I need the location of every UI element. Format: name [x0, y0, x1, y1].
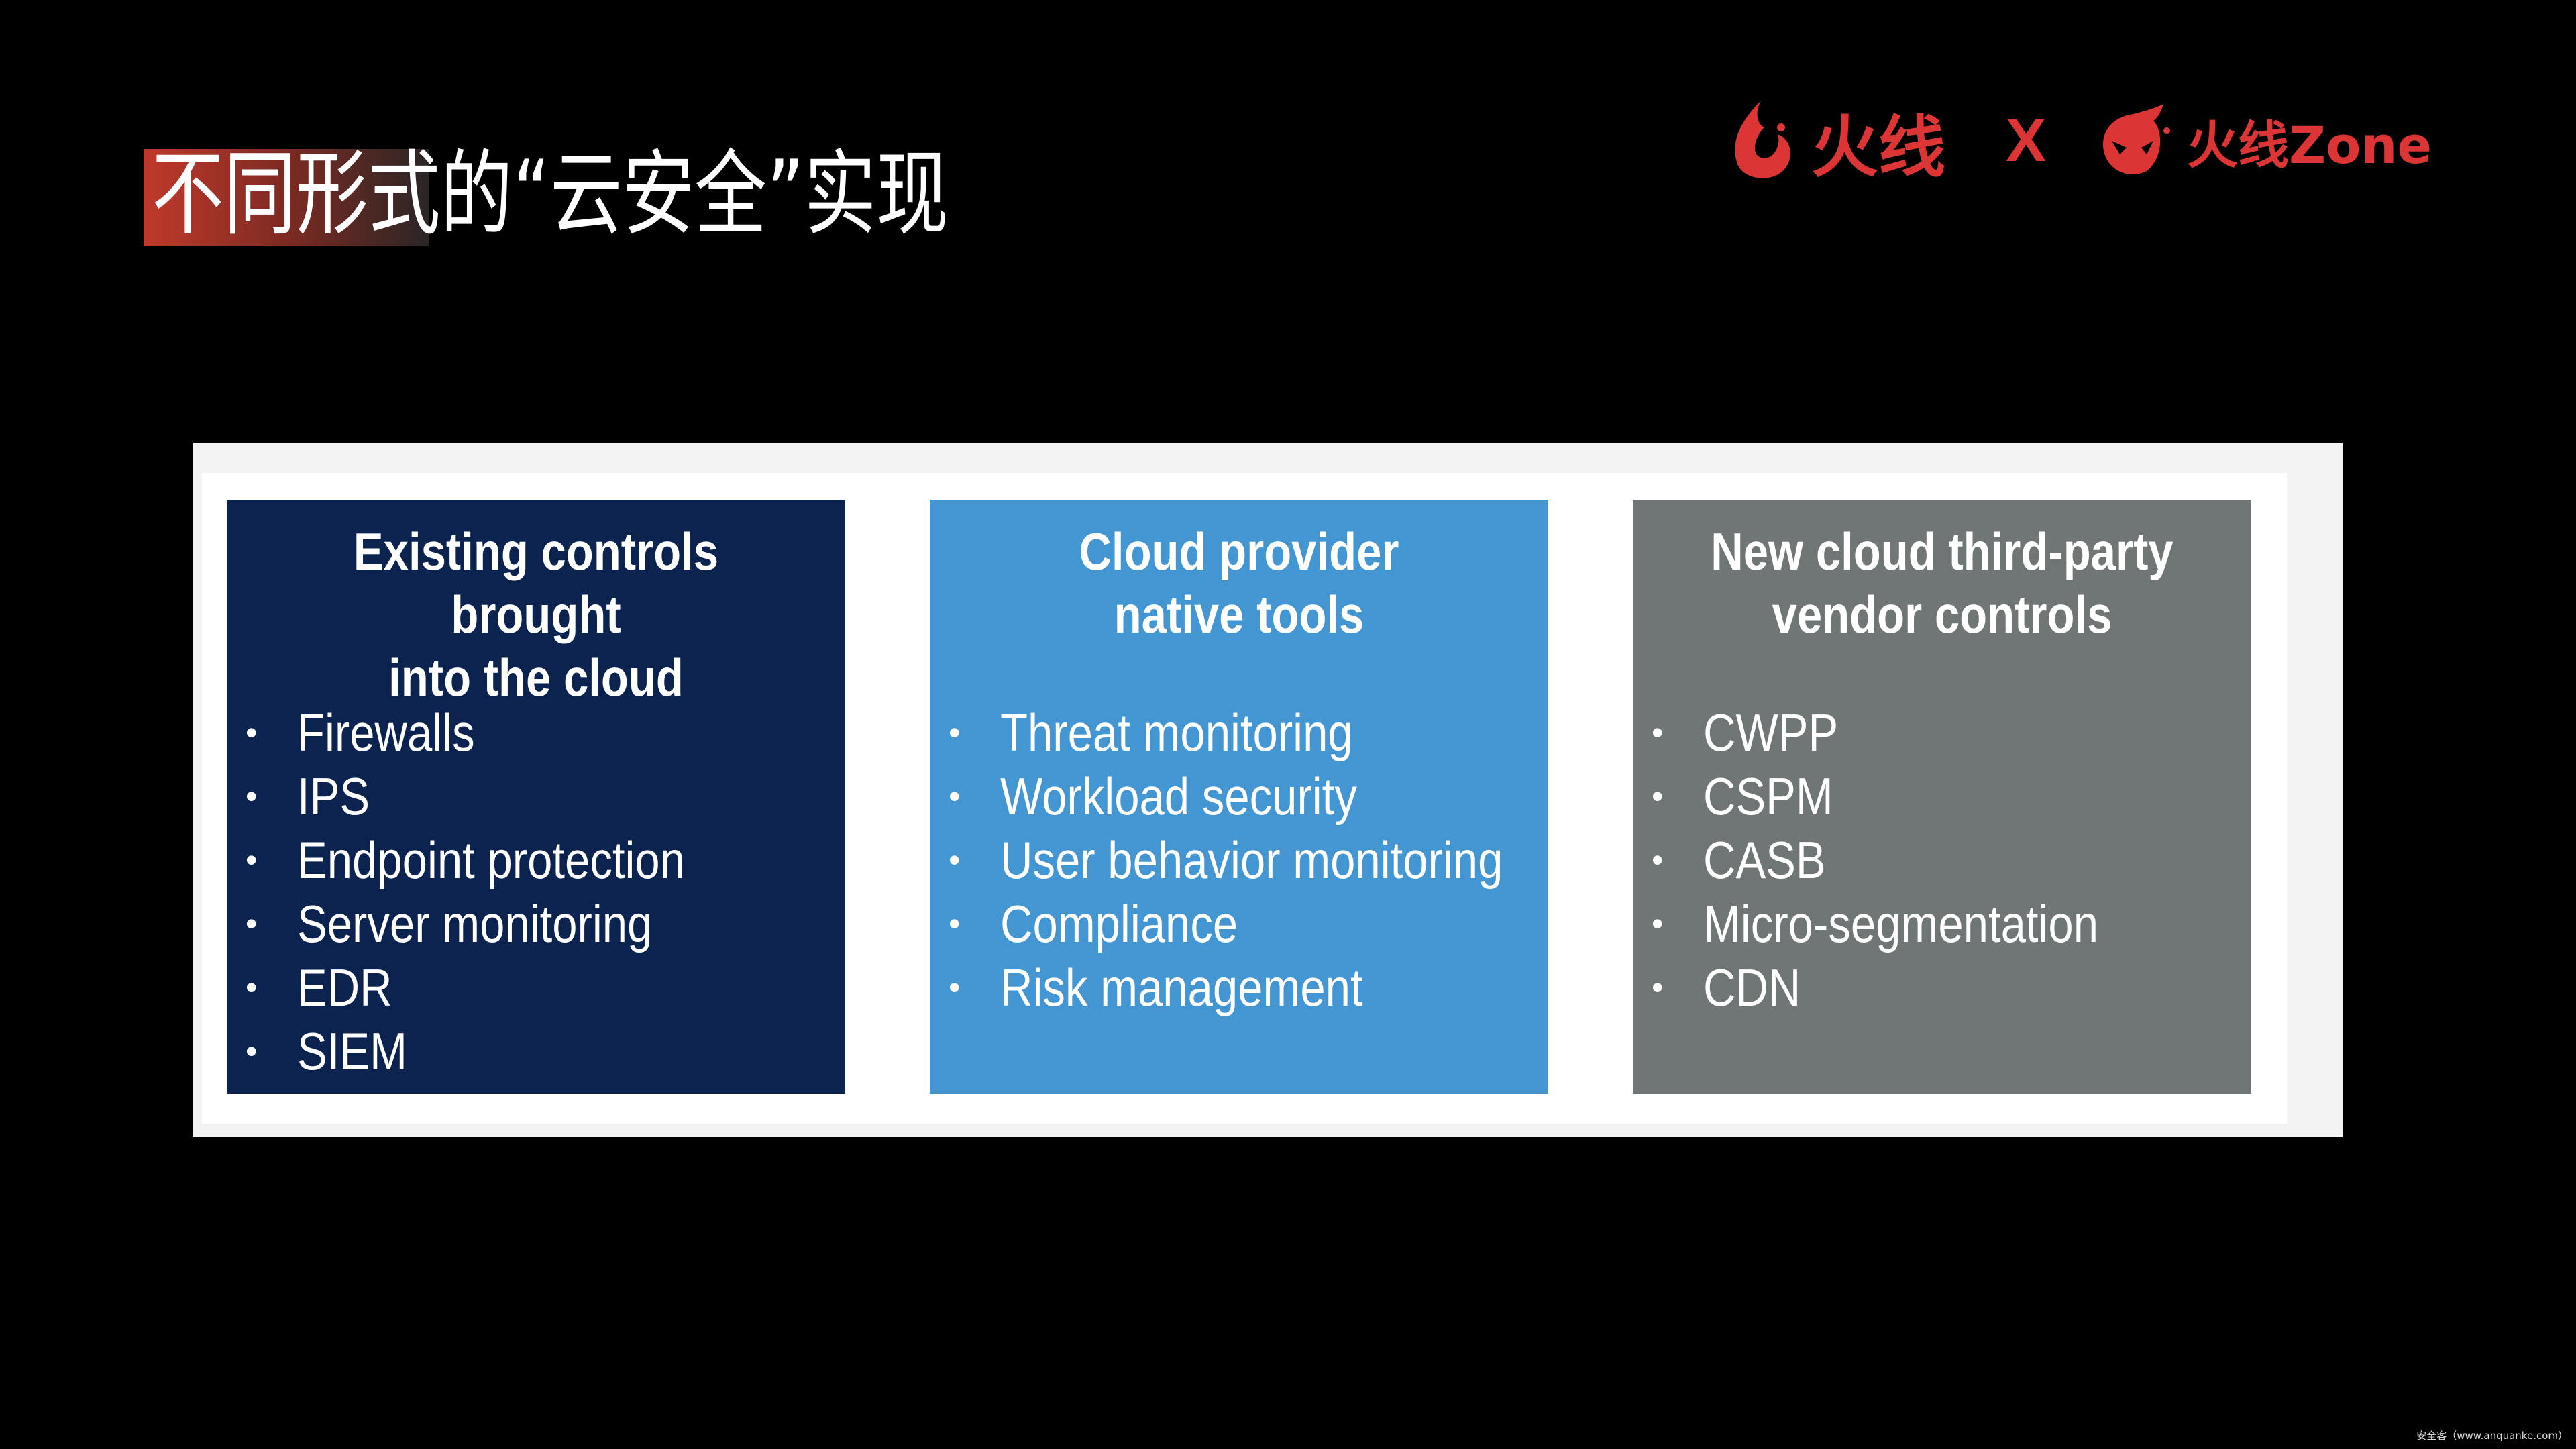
logo-separator: X [2006, 107, 2047, 174]
slide-title: 不同形式的“云安全”实现 [152, 140, 949, 248]
watermark: 安全客（www.anquanke.com） [2416, 1430, 2568, 1442]
masked-face-logo-icon [2103, 104, 2171, 175]
flame-logo-icon [1735, 101, 1791, 178]
logo-bar: 火线 X 火线Zone [1724, 94, 2432, 188]
title-accent-bar [144, 149, 429, 246]
brand2-logo-text: 火线Zone [2187, 115, 2432, 175]
brand1-logo-text: 火线 [1811, 107, 1945, 186]
